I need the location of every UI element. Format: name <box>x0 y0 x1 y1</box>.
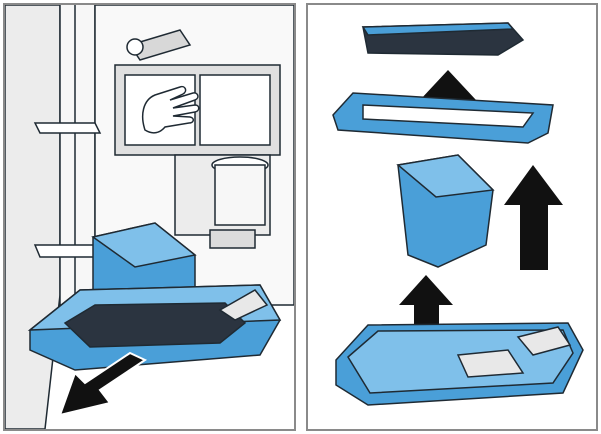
panel-disassemble-drip-tray <box>306 3 598 431</box>
drip-grid <box>361 22 525 56</box>
arrow-up-icon <box>504 165 563 270</box>
remove-tray-illustration <box>5 5 294 429</box>
drip-grid <box>63 302 247 348</box>
tray-frame <box>332 92 554 144</box>
hand-icon <box>142 85 200 134</box>
grounds-container <box>396 154 495 268</box>
drip-tray <box>27 284 282 371</box>
brew-unit <box>114 29 281 249</box>
drip-tray-base <box>335 322 584 406</box>
arrow-up-icon <box>399 275 453 335</box>
disassemble-tray-illustration <box>332 22 584 406</box>
arrow-down-left-icon <box>58 351 148 417</box>
panel-remove-drip-tray <box>3 3 296 431</box>
